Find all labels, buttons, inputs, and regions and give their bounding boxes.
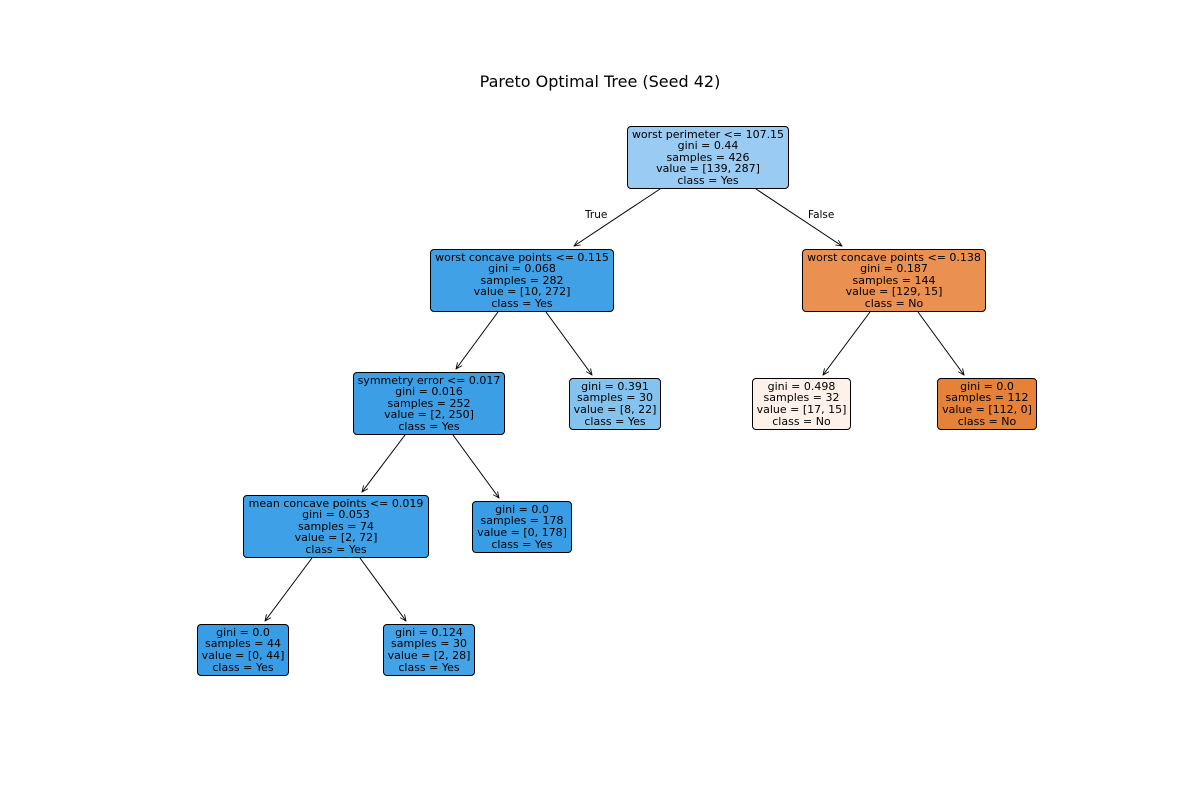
node-text-line: samples = 30 (391, 637, 467, 651)
node-text-line: gini = 0.068 (488, 262, 556, 276)
node-text-line: class = Yes (491, 296, 553, 310)
node-text-line: class = Yes (677, 173, 739, 187)
node-text-line: value = [112, 0] (942, 403, 1032, 416)
edge-n7-n9 (265, 557, 313, 621)
edge-label-true: True (585, 209, 608, 221)
node-text-line: gini = 0.187 (860, 262, 928, 276)
node-text-line: samples = 282 (480, 273, 564, 287)
node-text-line: value = [2, 250] (384, 408, 474, 422)
node-text-line: worst perimeter <= 107.15 (631, 127, 785, 141)
node-text-line: gini = 0.124 (395, 625, 463, 639)
node-text-line: mean concave points <= 0.019 (248, 496, 424, 510)
node-text-line: value = [0, 178] (477, 526, 567, 539)
edge-n3-n8 (452, 434, 499, 498)
edge-n2-n5 (823, 311, 871, 375)
node-text-line: samples = 426 (666, 150, 750, 164)
node-text-line: samples = 74 (298, 519, 374, 533)
node-text-line: value = [17, 15] (756, 403, 847, 416)
node-text-line: value = [8, 22] (573, 403, 657, 416)
node-text-line: class = No (957, 414, 1017, 428)
node-text-line: gini = 0.0 (495, 502, 549, 516)
node-text-line: samples = 44 (205, 637, 281, 651)
node-text-line: gini = 0.016 (395, 385, 463, 399)
edge-n0-n2 (755, 188, 842, 246)
node-text-line: value = [139, 287] (656, 162, 760, 176)
edge-n3-n7 (362, 434, 406, 492)
node-text-line: value = [0, 44] (201, 649, 285, 662)
node-text-line: samples = 30 (577, 391, 653, 405)
node-text-line: value = [2, 28] (387, 649, 471, 662)
node-text-line: class = Yes (398, 660, 460, 674)
node-text-line: gini = 0.391 (581, 379, 649, 393)
node-text-line: gini = 0.053 (302, 508, 370, 522)
node-text-line: class = Yes (305, 542, 367, 556)
node-text-line: value = [2, 72] (294, 531, 378, 545)
node-text-line: gini = 0.0 (960, 379, 1014, 393)
node-text-line: worst concave points <= 0.115 (435, 250, 609, 264)
edge-n7-n10 (359, 557, 406, 621)
edge-n2-n6 (917, 311, 964, 375)
node-text-line: worst concave points <= 0.138 (807, 250, 981, 264)
edge-n1-n3 (456, 311, 499, 369)
node-text-line: samples = 144 (852, 273, 936, 287)
node-text-line: samples = 32 (763, 391, 840, 405)
node-text-line: class = Yes (212, 660, 274, 674)
node-text-line: gini = 0.498 (767, 379, 836, 393)
node-text-line: class = No (772, 414, 831, 428)
node-text-line: symmetry error <= 0.017 (357, 373, 501, 387)
node-text-line: class = Yes (398, 419, 460, 433)
chart-title: Pareto Optimal Tree (Seed 42) (479, 72, 721, 91)
node-text-line: gini = 0.44 (677, 139, 739, 153)
node-text-line: samples = 112 (945, 391, 1029, 405)
node-text-line: class = No (864, 296, 924, 310)
node-text-line: value = [129, 15] (845, 285, 943, 299)
node-text-line: samples = 178 (480, 514, 564, 528)
node-text-line: gini = 0.0 (216, 625, 270, 639)
node-text-line: class = Yes (491, 537, 553, 551)
edge-label-false: False (808, 209, 835, 221)
edge-n1-n4 (545, 311, 592, 375)
node-text-line: class = Yes (584, 414, 646, 428)
node-text-line: samples = 252 (387, 396, 471, 410)
node-text-line: value = [10, 272] (473, 285, 571, 299)
edge-n0-n1 (574, 188, 661, 246)
